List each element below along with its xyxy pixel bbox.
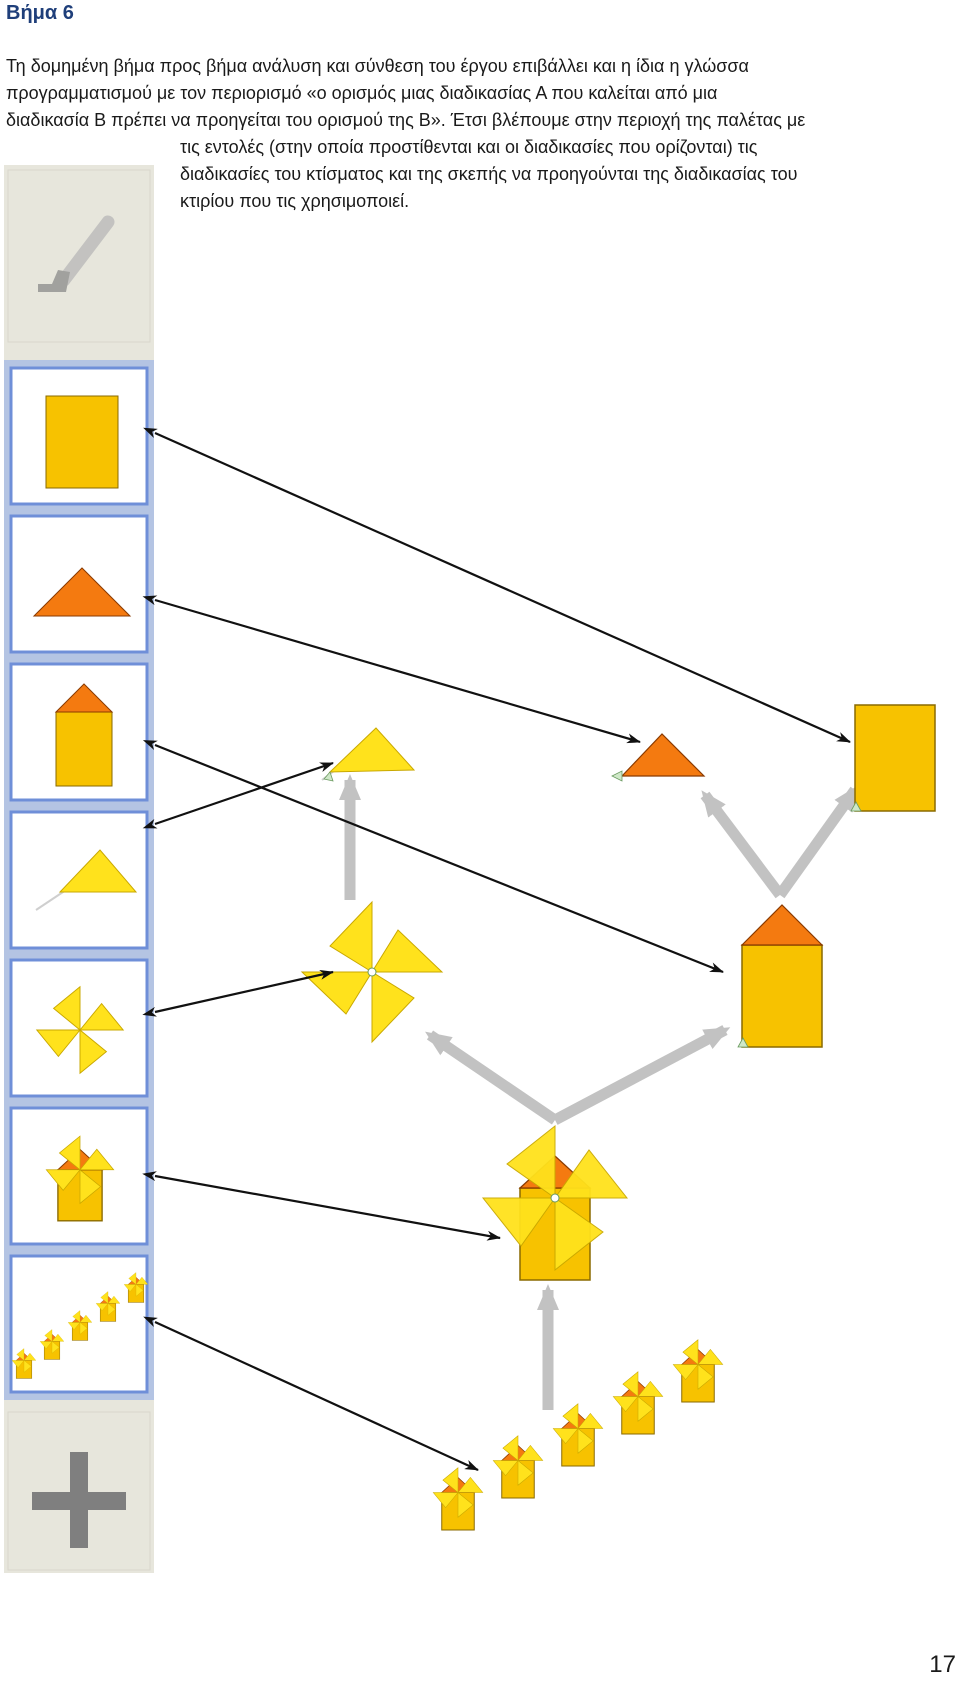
- link-arrow-windmill: [142, 1171, 501, 1241]
- flow-arrow: [425, 1030, 559, 1125]
- single-sail-icon: [35, 849, 138, 911]
- palette-item-rectangle[interactable]: [9, 366, 149, 506]
- flow-arrow: [552, 1025, 731, 1125]
- rectangle-shape: [850, 704, 936, 812]
- palette-item-house[interactable]: [9, 662, 149, 802]
- link-arrow-rectangle: [143, 427, 851, 744]
- link-arrow-house: [142, 740, 724, 974]
- palette-item-pinwheel[interactable]: [9, 958, 149, 1098]
- pinwheel-shape: [300, 900, 444, 1044]
- link-arrow-windmill-row: [143, 1316, 479, 1472]
- palette-item-roof[interactable]: [9, 514, 149, 654]
- plus-icon: [32, 1452, 126, 1548]
- paragraph-line: Τη δομημένη βήμα προς βήμα ανάλυση και σ…: [6, 56, 749, 76]
- paragraph-line: κτιρίου που τις χρησιμοποιεί.: [180, 191, 410, 211]
- composition-arrows: [339, 774, 860, 1410]
- paragraph-line: τις εντολές (στην οποία προστίθενται και…: [180, 137, 758, 157]
- step-heading: Βήμα 6: [6, 2, 74, 24]
- pen-tool-button[interactable]: [7, 169, 151, 343]
- roof-shape: [611, 733, 706, 782]
- link-arrow-pinwheel: [142, 969, 334, 1017]
- palette-item-windmill-row[interactable]: [9, 1254, 149, 1394]
- palette-item-sail[interactable]: [9, 810, 149, 950]
- indented-paragraph: τις εντολές (στην οποία προστίθενται και…: [180, 134, 960, 215]
- house-shape: [737, 904, 824, 1048]
- link-arrow-sail: [142, 761, 334, 829]
- windmill-row-shape: [433, 1340, 723, 1530]
- rectangle-building-icon: [45, 395, 119, 489]
- page-number: 17: [929, 1651, 956, 1678]
- add-procedure-button[interactable]: [7, 1411, 151, 1571]
- intro-paragraph: Τη δομημένη βήμα προς βήμα ανάλυση και σ…: [6, 53, 960, 134]
- paragraph-line: διαδικασία Β πρέπει να προηγείται του ορ…: [6, 110, 806, 130]
- triangle-roof-icon: [32, 567, 132, 617]
- paragraph-line: διαδικασίες του κτίσματος και της σκεπής…: [180, 164, 798, 184]
- windmill-shape: [481, 1124, 629, 1281]
- paragraph-line: προγραμματισμού με τον περιορισμό «ο ορι…: [6, 83, 718, 103]
- pen-icon: [38, 215, 115, 292]
- link-arrows: [142, 427, 851, 1472]
- palette-item-windmill[interactable]: [9, 1106, 149, 1246]
- flow-arrow: [775, 785, 860, 899]
- palette-panel: [4, 165, 154, 1573]
- flow-arrow: [700, 790, 785, 899]
- link-arrow-roof: [142, 595, 641, 744]
- house-icon: [54, 683, 114, 787]
- sail-shape: [321, 727, 416, 782]
